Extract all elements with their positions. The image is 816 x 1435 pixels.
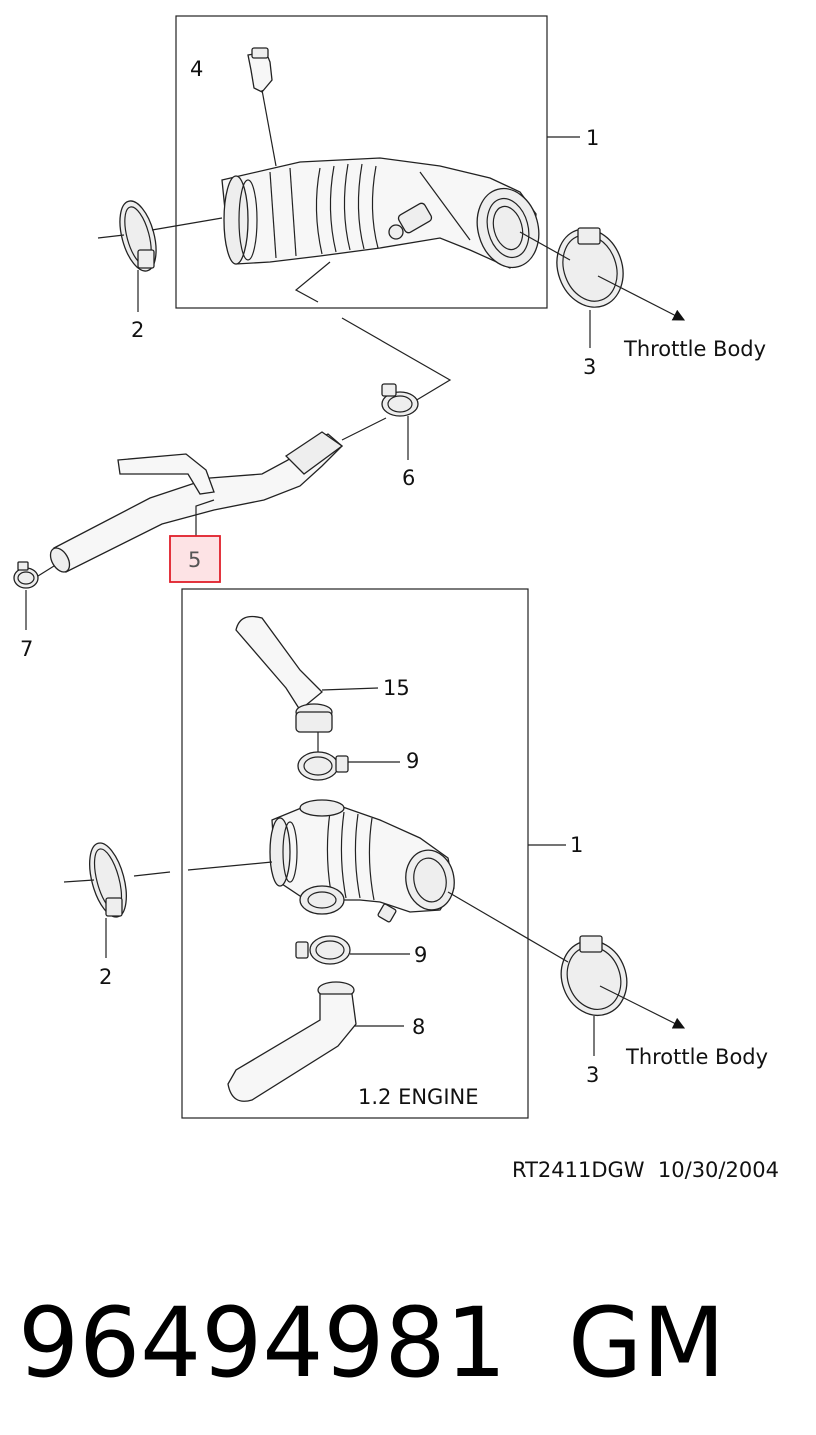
- pipe-15: [235, 615, 379, 733]
- pipe-8: [227, 981, 404, 1102]
- callout-bot-15: 15: [383, 676, 410, 700]
- clamp-6: [381, 383, 419, 460]
- callout-top-3: 3: [583, 355, 596, 379]
- top-inset-box: [175, 15, 548, 309]
- label-throttle-body-bottom: Throttle Body: [625, 1045, 768, 1069]
- bottom-intake-hose: [187, 799, 566, 923]
- bottom-clamp-3: [447, 891, 686, 1056]
- top-intake-hose: [221, 157, 540, 269]
- label-throttle-body-top: Throttle Body: [623, 337, 766, 361]
- hose-part-5: [49, 417, 387, 573]
- highlight-box-5: [169, 535, 221, 583]
- clamp-9-lower: [295, 935, 410, 965]
- callout-mid-7: 7: [20, 637, 33, 661]
- bottom-inset-box: [181, 588, 529, 1119]
- callout-bot-1: 1: [570, 833, 583, 857]
- part-number: 96494981: [18, 1287, 507, 1399]
- top-assembly: [97, 15, 686, 405]
- bottom-assembly: [63, 588, 686, 1119]
- callout-top-4: 4: [190, 57, 203, 81]
- callout-mid-5: 5: [188, 548, 201, 572]
- bottom-clamp-2: [63, 842, 171, 958]
- top-explode-line: [294, 261, 331, 303]
- callout-bot-2: 2: [99, 965, 112, 989]
- top-clamp-2: [97, 200, 223, 312]
- callout-top-1: 1: [586, 126, 599, 150]
- sensor-part: [247, 47, 277, 167]
- label-engine-variant: 1.2 ENGINE: [358, 1085, 479, 1109]
- callout-bot-9b: 9: [414, 943, 427, 967]
- mid-explode-line: [341, 317, 452, 405]
- callout-bot-3: 3: [586, 1063, 599, 1087]
- clamp-9-upper: [297, 732, 400, 781]
- reference-code: RT2411DGW 10/30/2004: [512, 1158, 779, 1182]
- leader-5: [195, 499, 215, 536]
- callout-bot-8: 8: [412, 1015, 425, 1039]
- brand-name: GM: [568, 1287, 725, 1399]
- callout-mid-6: 6: [402, 466, 415, 490]
- callout-bot-9a: 9: [406, 749, 419, 773]
- callout-top-2: 2: [131, 318, 144, 342]
- top-clamp-3: [519, 227, 686, 348]
- mid-assembly: [13, 383, 419, 630]
- clamp-7: [13, 561, 55, 630]
